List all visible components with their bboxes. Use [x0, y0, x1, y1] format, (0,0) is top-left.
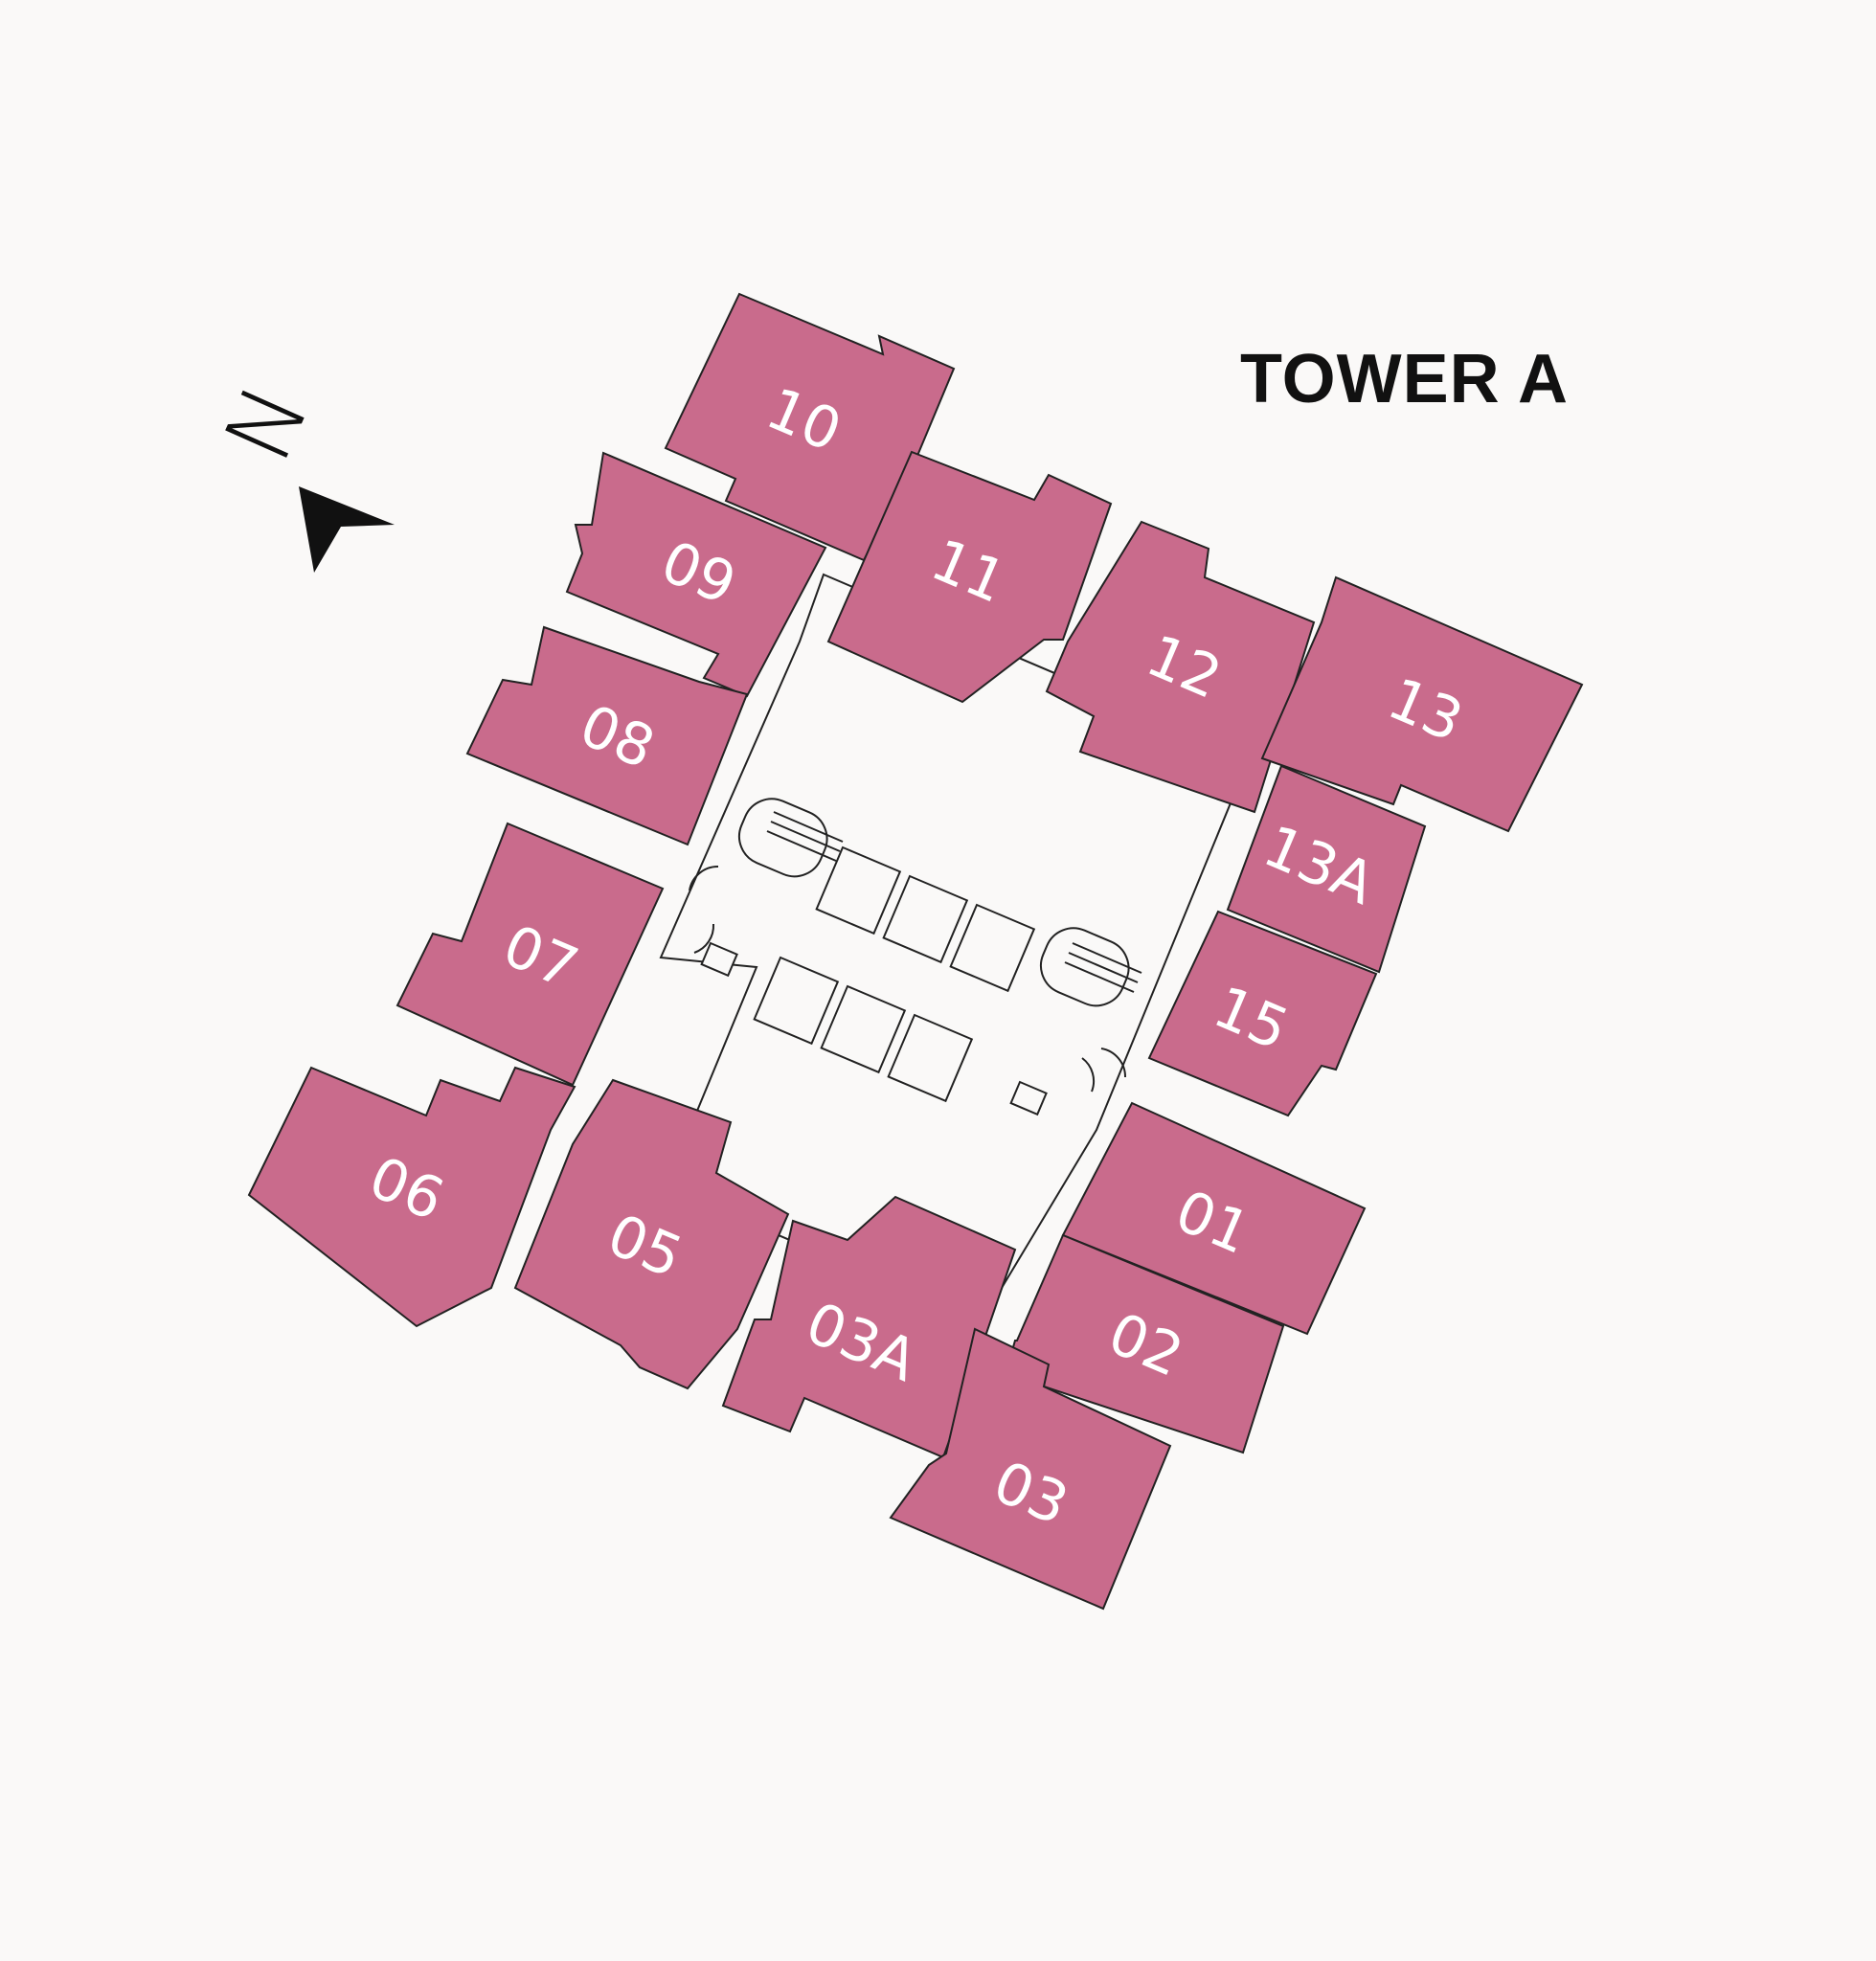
stair-right: [1039, 927, 1130, 1007]
lift-lower-3: [887, 1013, 974, 1103]
north-letter: N: [204, 371, 330, 477]
service-room-left: [700, 941, 738, 978]
north-compass: N: [204, 371, 395, 573]
tower-title: TOWER A: [1240, 341, 1569, 417]
unit-06[interactable]: 06: [247, 1066, 576, 1328]
unit-10[interactable]: 10: [664, 292, 956, 562]
lift-upper-1: [815, 845, 902, 935]
lift-upper-2: [882, 874, 969, 964]
unit-03a[interactable]: 03A: [721, 1195, 1017, 1459]
lift-lower-1: [753, 956, 840, 1046]
unit-01[interactable]: 01: [1061, 1101, 1367, 1336]
unit-03[interactable]: 03: [889, 1327, 1172, 1611]
unit-15[interactable]: 15: [1147, 910, 1378, 1117]
north-arrow-icon: [299, 486, 395, 573]
unit-05[interactable]: 05: [513, 1078, 790, 1390]
unit-02[interactable]: 02: [1006, 1233, 1285, 1454]
building-core: [659, 573, 1252, 1323]
unit-11[interactable]: 11: [826, 450, 1113, 704]
unit-07[interactable]: 07: [396, 822, 665, 1087]
unit-08[interactable]: 08: [465, 625, 749, 846]
lift-upper-3: [949, 903, 1036, 993]
lift-lower-2: [820, 984, 907, 1074]
unit-09[interactable]: 09: [565, 451, 827, 698]
unit-13[interactable]: 13: [1260, 575, 1584, 833]
unit-12[interactable]: 12: [1045, 520, 1316, 814]
unit-13a[interactable]: 13A: [1226, 764, 1427, 974]
service-room-right: [1009, 1080, 1048, 1116]
